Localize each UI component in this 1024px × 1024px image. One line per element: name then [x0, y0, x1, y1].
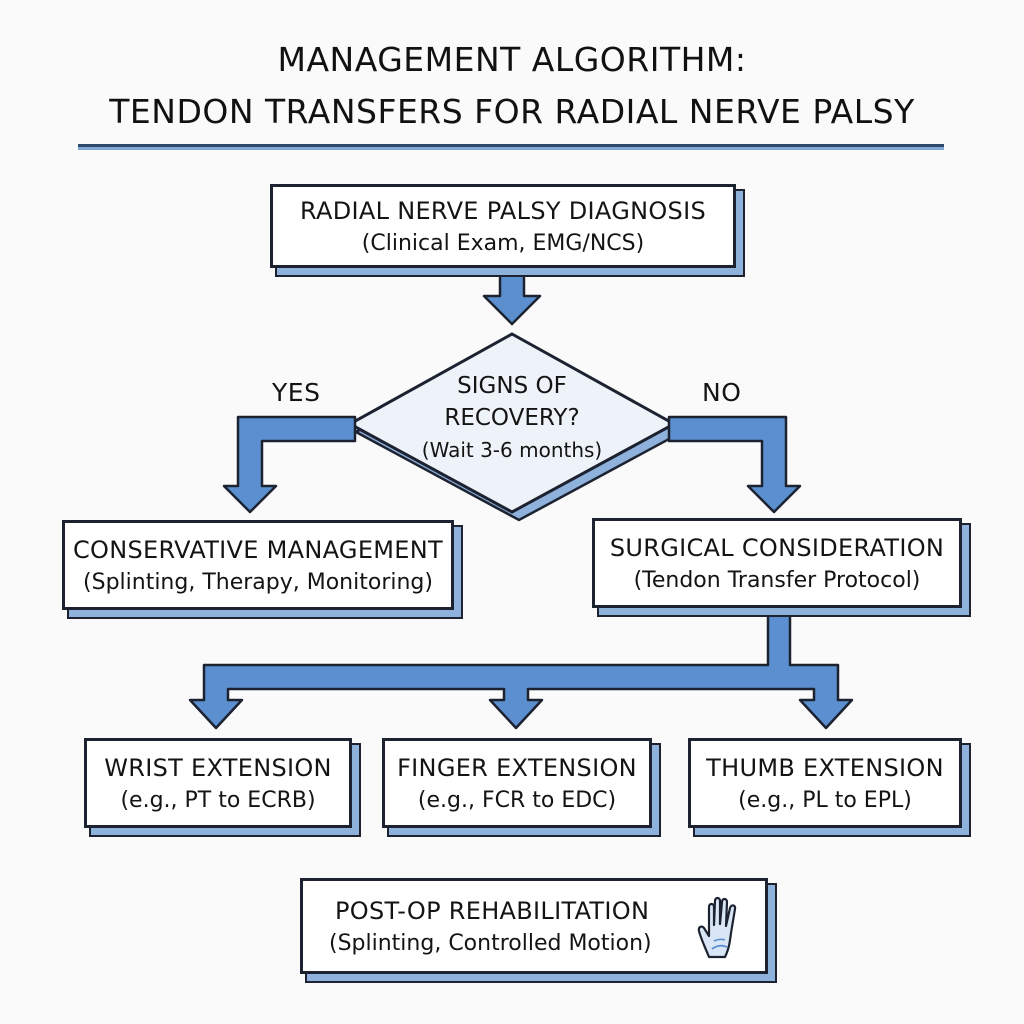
conservative-node: CONSERVATIVE MANAGEMENT (Splinting, Ther…	[62, 520, 454, 610]
decision-diamond	[346, 332, 678, 514]
arrow-no-branch	[667, 415, 802, 514]
surgical-detail: (Tendon Transfer Protocol)	[633, 567, 921, 593]
decision-node: SIGNS OF RECOVERY? (Wait 3-6 months)	[372, 370, 652, 462]
decision-label-2: RECOVERY?	[444, 405, 580, 431]
finger-detail: (e.g., FCR to EDC)	[417, 787, 617, 813]
no-label: NO	[702, 378, 742, 407]
title-line-1: MANAGEMENT ALGORITHM:	[277, 40, 747, 79]
arrow-yes-branch	[222, 415, 357, 514]
diagnosis-detail: (Clinical Exam, EMG/NCS)	[361, 230, 645, 256]
hand-icon	[697, 896, 737, 959]
thumb-label: THUMB EXTENSION	[706, 753, 944, 782]
conservative-detail: (Splinting, Therapy, Monitoring)	[83, 569, 433, 595]
arrow-diagnosis-to-decision	[482, 264, 542, 326]
wrist-extension-node: WRIST EXTENSION (e.g., PT to ECRB)	[84, 738, 352, 828]
wrist-detail: (e.g., PT to ECRB)	[120, 787, 316, 813]
finger-extension-node: FINGER EXTENSION (e.g., FCR to EDC)	[382, 738, 652, 828]
surgical-node: SURGICAL CONSIDERATION (Tendon Transfer …	[592, 518, 962, 608]
decision-detail: (Wait 3-6 months)	[421, 438, 603, 462]
title-line-2: TENDON TRANSFERS FOR RADIAL NERVE PALSY	[109, 92, 915, 131]
yes-label: YES	[272, 378, 321, 407]
surgical-label: SURGICAL CONSIDERATION	[609, 533, 945, 562]
diagnosis-label: RADIAL NERVE PALSY DIAGNOSIS	[300, 196, 706, 225]
diagnosis-node: RADIAL NERVE PALSY DIAGNOSIS (Clinical E…	[270, 184, 736, 268]
rehab-node: POST-OP REHABILITATION (Splinting, Contr…	[300, 878, 768, 974]
conservative-label: CONSERVATIVE MANAGEMENT	[73, 535, 443, 564]
thumb-extension-node: THUMB EXTENSION (e.g., PL to EPL)	[688, 738, 962, 828]
finger-label: FINGER EXTENSION	[397, 753, 637, 782]
wrist-label: WRIST EXTENSION	[104, 753, 332, 782]
rehab-label: POST-OP REHABILITATION	[335, 896, 650, 925]
decision-label-1: SIGNS OF	[457, 373, 567, 399]
thumb-detail: (e.g., PL to EPL)	[738, 787, 912, 813]
rehab-detail: (Splinting, Controlled Motion)	[329, 930, 652, 956]
arrow-surgical-split	[188, 610, 854, 730]
title-underline	[78, 144, 944, 150]
